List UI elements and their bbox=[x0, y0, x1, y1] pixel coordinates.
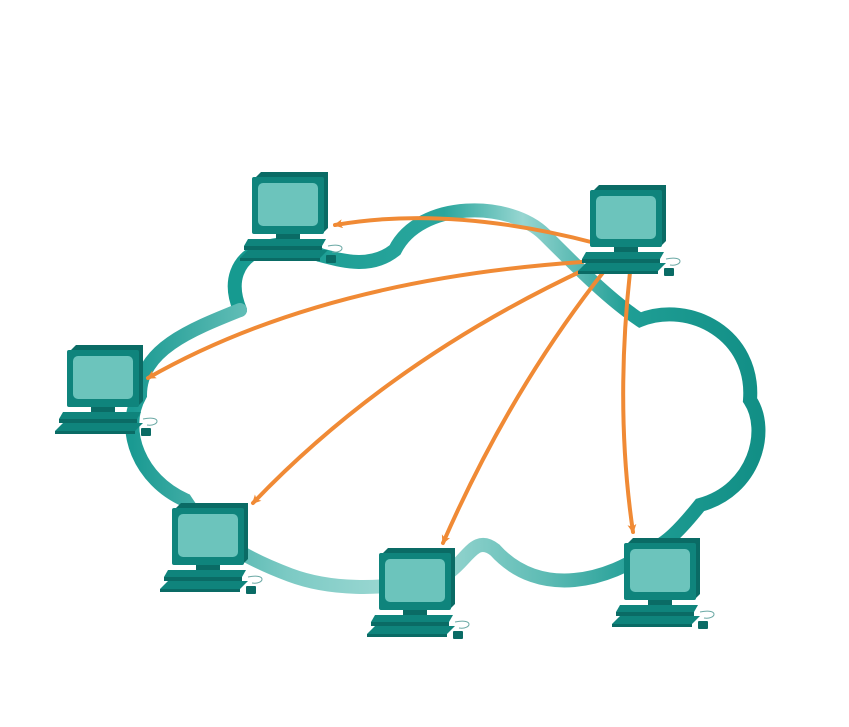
arrow-to-pc-bottom-middle bbox=[441, 268, 607, 545]
broadcast-arrows bbox=[146, 216, 637, 545]
pc-bottom-left[interactable] bbox=[160, 503, 263, 594]
pc-top-right[interactable] bbox=[578, 185, 681, 276]
computer-icon bbox=[578, 185, 681, 276]
pc-left[interactable] bbox=[55, 345, 158, 436]
arrow-to-pc-bottom-left bbox=[251, 266, 590, 505]
arrow-to-pc-bottom-right bbox=[621, 270, 637, 534]
pc-top-left[interactable] bbox=[240, 172, 343, 263]
computer-icon bbox=[55, 345, 158, 436]
computers bbox=[55, 172, 715, 639]
arrow-to-pc-top-left bbox=[333, 216, 597, 245]
computer-icon bbox=[160, 503, 263, 594]
pc-bottom-middle[interactable] bbox=[367, 548, 470, 639]
computer-icon bbox=[367, 548, 470, 639]
arrow-to-pc-left bbox=[146, 260, 584, 380]
pc-bottom-right[interactable] bbox=[612, 538, 715, 629]
computer-icon bbox=[240, 172, 343, 263]
computer-icon bbox=[612, 538, 715, 629]
